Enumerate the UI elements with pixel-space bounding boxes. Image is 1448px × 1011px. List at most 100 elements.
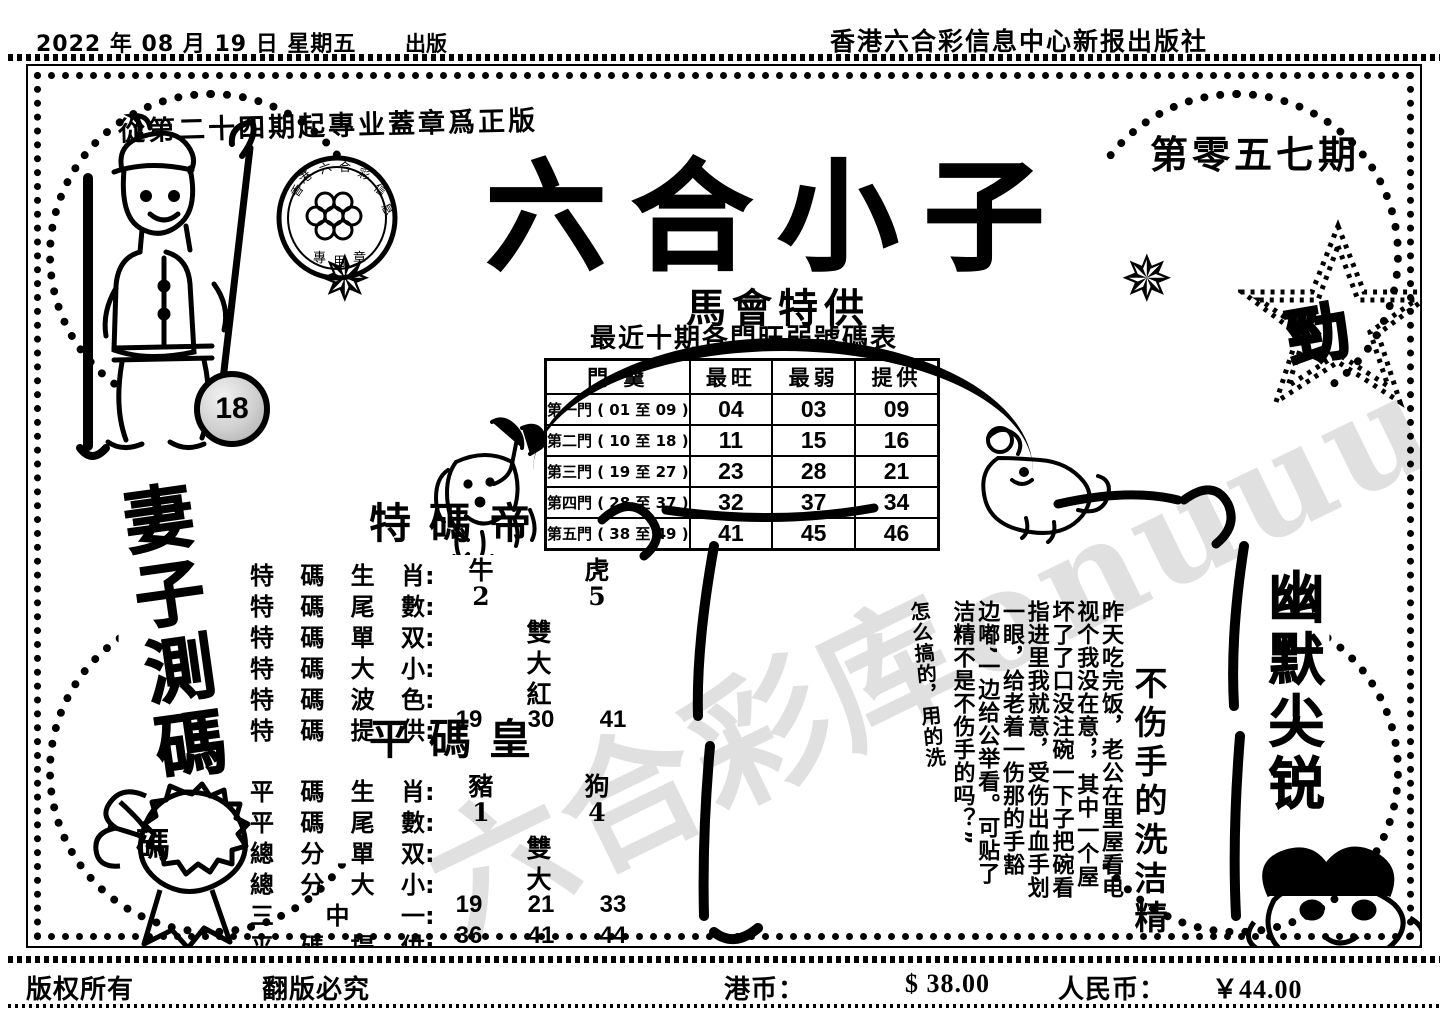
three-pick-3: 33: [599, 891, 627, 918]
gate-label: 第二門 ( 10 至 18 ): [544, 424, 691, 457]
special-supply-2: 30: [527, 706, 555, 733]
three-pick-label: 三 中 一: [250, 901, 425, 930]
footer-divider-bottom: [8, 1004, 1440, 1008]
plain-attr-value-1: 1: [472, 798, 490, 827]
supply-number: 34: [853, 486, 940, 519]
plain-attr-values: 豬狗: [441, 769, 650, 801]
special-supply-row: 特碼提供 : 19 30 41: [250, 706, 650, 745]
special-attr-row: 特碼大小:大: [250, 646, 650, 683]
plain-attr-value-1: 大: [526, 865, 552, 894]
coldest-number: 45: [771, 517, 856, 551]
cny-label: 人民币：: [1058, 975, 1167, 1005]
svg-text:六: 六: [317, 160, 333, 177]
cny-price: ￥44.00: [1212, 975, 1303, 1004]
supply-number: 16: [853, 424, 940, 457]
hottest-number: 41: [688, 517, 774, 551]
masthead-divider: [8, 54, 1440, 61]
plain-attr-values: 雙: [441, 831, 650, 863]
award-rosette-icon: [86, 778, 286, 946]
special-attr-value-2: 虎: [584, 556, 610, 585]
three-pick-2: 21: [527, 891, 555, 918]
plain-attr-value-2: 狗: [584, 772, 610, 801]
colon: :: [425, 593, 435, 621]
plain-attr-label: 總分大小: [250, 870, 425, 899]
plain-supply-values: 36 41 44: [441, 922, 650, 948]
supply-number: 46: [853, 517, 940, 551]
special-attr-value-1: 雙: [526, 618, 552, 647]
special-supply-values: 19 30 41: [441, 706, 650, 739]
article-column-3: 坏了了口没注碗一下子把碗看: [1048, 600, 1074, 899]
article-column-4: 指进里我就意，受伤出血手划: [1023, 600, 1049, 899]
special-attr-label: 特碼波色: [250, 685, 425, 714]
lottery-ball: 18: [194, 371, 270, 447]
star-burst-right-icon: ✵: [1120, 243, 1174, 317]
star-burst-left-icon: ✵: [318, 243, 372, 317]
publication-date: 2022 年 08 月 19 日 星期五: [36, 32, 357, 57]
plain-attr-label: 平碼生肖: [250, 777, 425, 806]
supply-number: 09: [853, 393, 940, 426]
colon: :: [425, 933, 435, 948]
publisher-name: 香港六合彩信息中心新报出版社: [830, 27, 1209, 56]
hottest-number: 11: [688, 424, 774, 457]
hunter-illustration: [64, 108, 274, 508]
th-gate: 門 羹: [544, 358, 691, 395]
hkd-label: 港币：: [724, 975, 806, 1005]
plain-attr-values: 大: [441, 862, 650, 894]
article-column-1: 昨天吃完饭，老公在里屋看电: [1098, 600, 1123, 899]
gate-label: 第三門 ( 19 至 27 ): [544, 455, 691, 488]
colon: :: [425, 809, 435, 837]
coldest-number: 15: [771, 424, 856, 457]
special-supply-label: 特碼提供: [250, 716, 425, 745]
svg-text:專: 專: [313, 251, 326, 266]
reproduction-text: 翻版必究: [262, 975, 371, 1005]
special-supply-1: 19: [455, 706, 483, 733]
svg-text:合: 合: [339, 159, 351, 174]
special-attr-row: 特碼生肖:牛虎: [250, 553, 650, 590]
th-coldest: 最弱: [771, 358, 856, 395]
th-hottest: 最旺: [688, 358, 774, 395]
supply-number: 21: [853, 455, 940, 488]
article-column-2: 视个我没在意，，其中一个屋: [1073, 600, 1099, 888]
special-supply-3: 41: [599, 706, 627, 733]
article-text: 昨天吃完饭，老公在里屋看电 视个我没在意，，其中一个屋 坏了了口没注碗一下子把碗…: [864, 600, 1123, 946]
hot-cold-table-section: 最近十期各門旺弱號碼表 門 羹 最旺 最弱 提供 第一門 ( 01 至 09 )…: [544, 318, 944, 551]
special-attr-value-1: 紅: [526, 680, 552, 709]
special-attr-values: 雙: [441, 615, 650, 647]
special-attr-values: 牛虎: [441, 553, 650, 585]
plain-supply-3: 44: [599, 922, 627, 948]
hkd-price: $ 38.00: [905, 969, 990, 998]
official-seal-icon: 香 港 六 合 彩 信 息 專 用 章: [273, 154, 401, 282]
plain-attr-row: 總分單双:雙: [250, 831, 650, 868]
mouse-illustration: [968, 418, 1118, 548]
hottest-number: 32: [688, 486, 774, 519]
article-column-5: 一眼，给老着一伤那的手豁: [999, 600, 1024, 876]
special-code-title: 特碼帝: [368, 499, 549, 548]
plain-attr-value-2: 4: [588, 798, 606, 827]
colon: :: [425, 871, 435, 899]
product-slogan: 不伤手的洗洁精: [1129, 666, 1168, 939]
plain-attr-value-1: 雙: [526, 834, 552, 863]
svg-text:章: 章: [353, 250, 366, 266]
coldest-number: 37: [771, 486, 856, 519]
ball-number: 18: [215, 392, 249, 425]
masthead: 2022 年 08 月 19 日 星期五 出版 香港六合彩信息中心新报出版社: [0, 0, 1448, 58]
three-pick-row: 三 中 一 : 19 21 33: [250, 891, 650, 930]
publish-label: 出版: [405, 32, 447, 56]
gate-label: 第一門 ( 01 至 09 ): [544, 393, 691, 426]
article-column-6: 边嘟’一边给公举看。可贴了: [974, 600, 1000, 886]
coldest-number: 28: [771, 455, 856, 488]
plain-attr-row: 平碼生肖:豬狗: [250, 769, 650, 806]
special-attr-row: 特碼波色:紅: [250, 677, 650, 714]
colon: :: [425, 562, 435, 590]
plain-code-title: 平碼皇: [368, 715, 549, 764]
three-pick-1: 19: [455, 891, 483, 918]
th-supply: 提供: [853, 358, 940, 395]
colon: :: [425, 717, 435, 745]
